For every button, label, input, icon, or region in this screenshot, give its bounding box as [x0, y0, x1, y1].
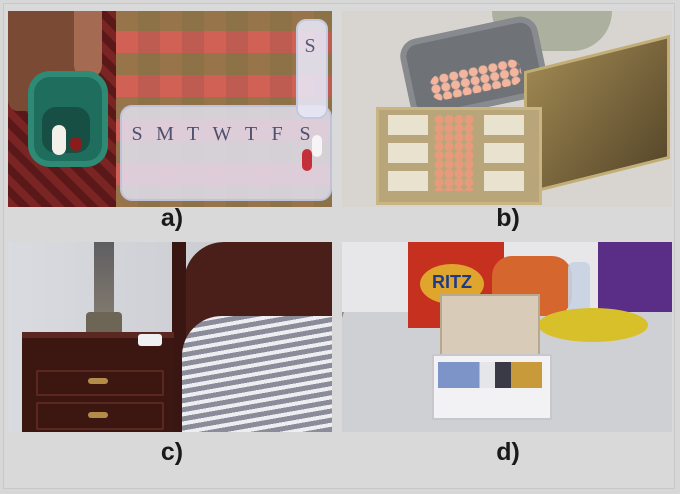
panel-b-photo [342, 11, 672, 207]
nightstand-drawer-top [36, 370, 164, 396]
pill-bottle-image [138, 334, 162, 346]
medicine-items-image [438, 362, 542, 388]
organizer-day-s1: S [131, 123, 143, 145]
orange-pills-image [434, 115, 474, 191]
striped-bedspread-image [182, 316, 332, 432]
brass-case-lid-image [524, 34, 670, 196]
caption-d: d) [496, 438, 520, 466]
nightstand-drawer-bottom [36, 402, 164, 430]
panel-a-photo-right: S S M T W T F S [116, 11, 332, 207]
pill-capsule-red-image [302, 149, 312, 171]
white-capsule-image [52, 125, 66, 155]
figure-frame: S S M T W T F S a) b) [3, 3, 675, 489]
organizer-day-m: M [156, 123, 174, 145]
panel-d-photo: RITZ [342, 242, 672, 432]
organizer-lid-letter: S [304, 35, 316, 57]
banana-image [538, 308, 648, 342]
caption-c: c) [160, 438, 184, 466]
water-bottle-image [568, 262, 590, 318]
drawer-handle-bottom [88, 412, 108, 418]
caption-a: a) [160, 204, 184, 232]
organizer-day-t1: T [186, 123, 200, 145]
organizer-day-f: F [271, 123, 283, 145]
panel-c-photo [8, 242, 332, 432]
red-capsule-image [70, 137, 82, 151]
organizer-lid-image [296, 19, 328, 119]
chips-bag-image [598, 242, 672, 312]
ritz-logo-text: RITZ [432, 272, 472, 292]
finger-image [74, 11, 102, 79]
pill-well-image [42, 107, 90, 153]
organizer-day-s2: S [299, 123, 311, 145]
organizer-day-t2: T [244, 123, 258, 145]
organizer-tray-image [120, 105, 332, 201]
cardboard-box-lid-image [440, 294, 540, 356]
panel-a-photo-left [8, 11, 116, 207]
drawer-handle-top [88, 378, 108, 384]
caption-b: b) [496, 204, 520, 232]
pill-capsule-white-image [312, 135, 322, 157]
organizer-day-w: W [212, 123, 232, 145]
